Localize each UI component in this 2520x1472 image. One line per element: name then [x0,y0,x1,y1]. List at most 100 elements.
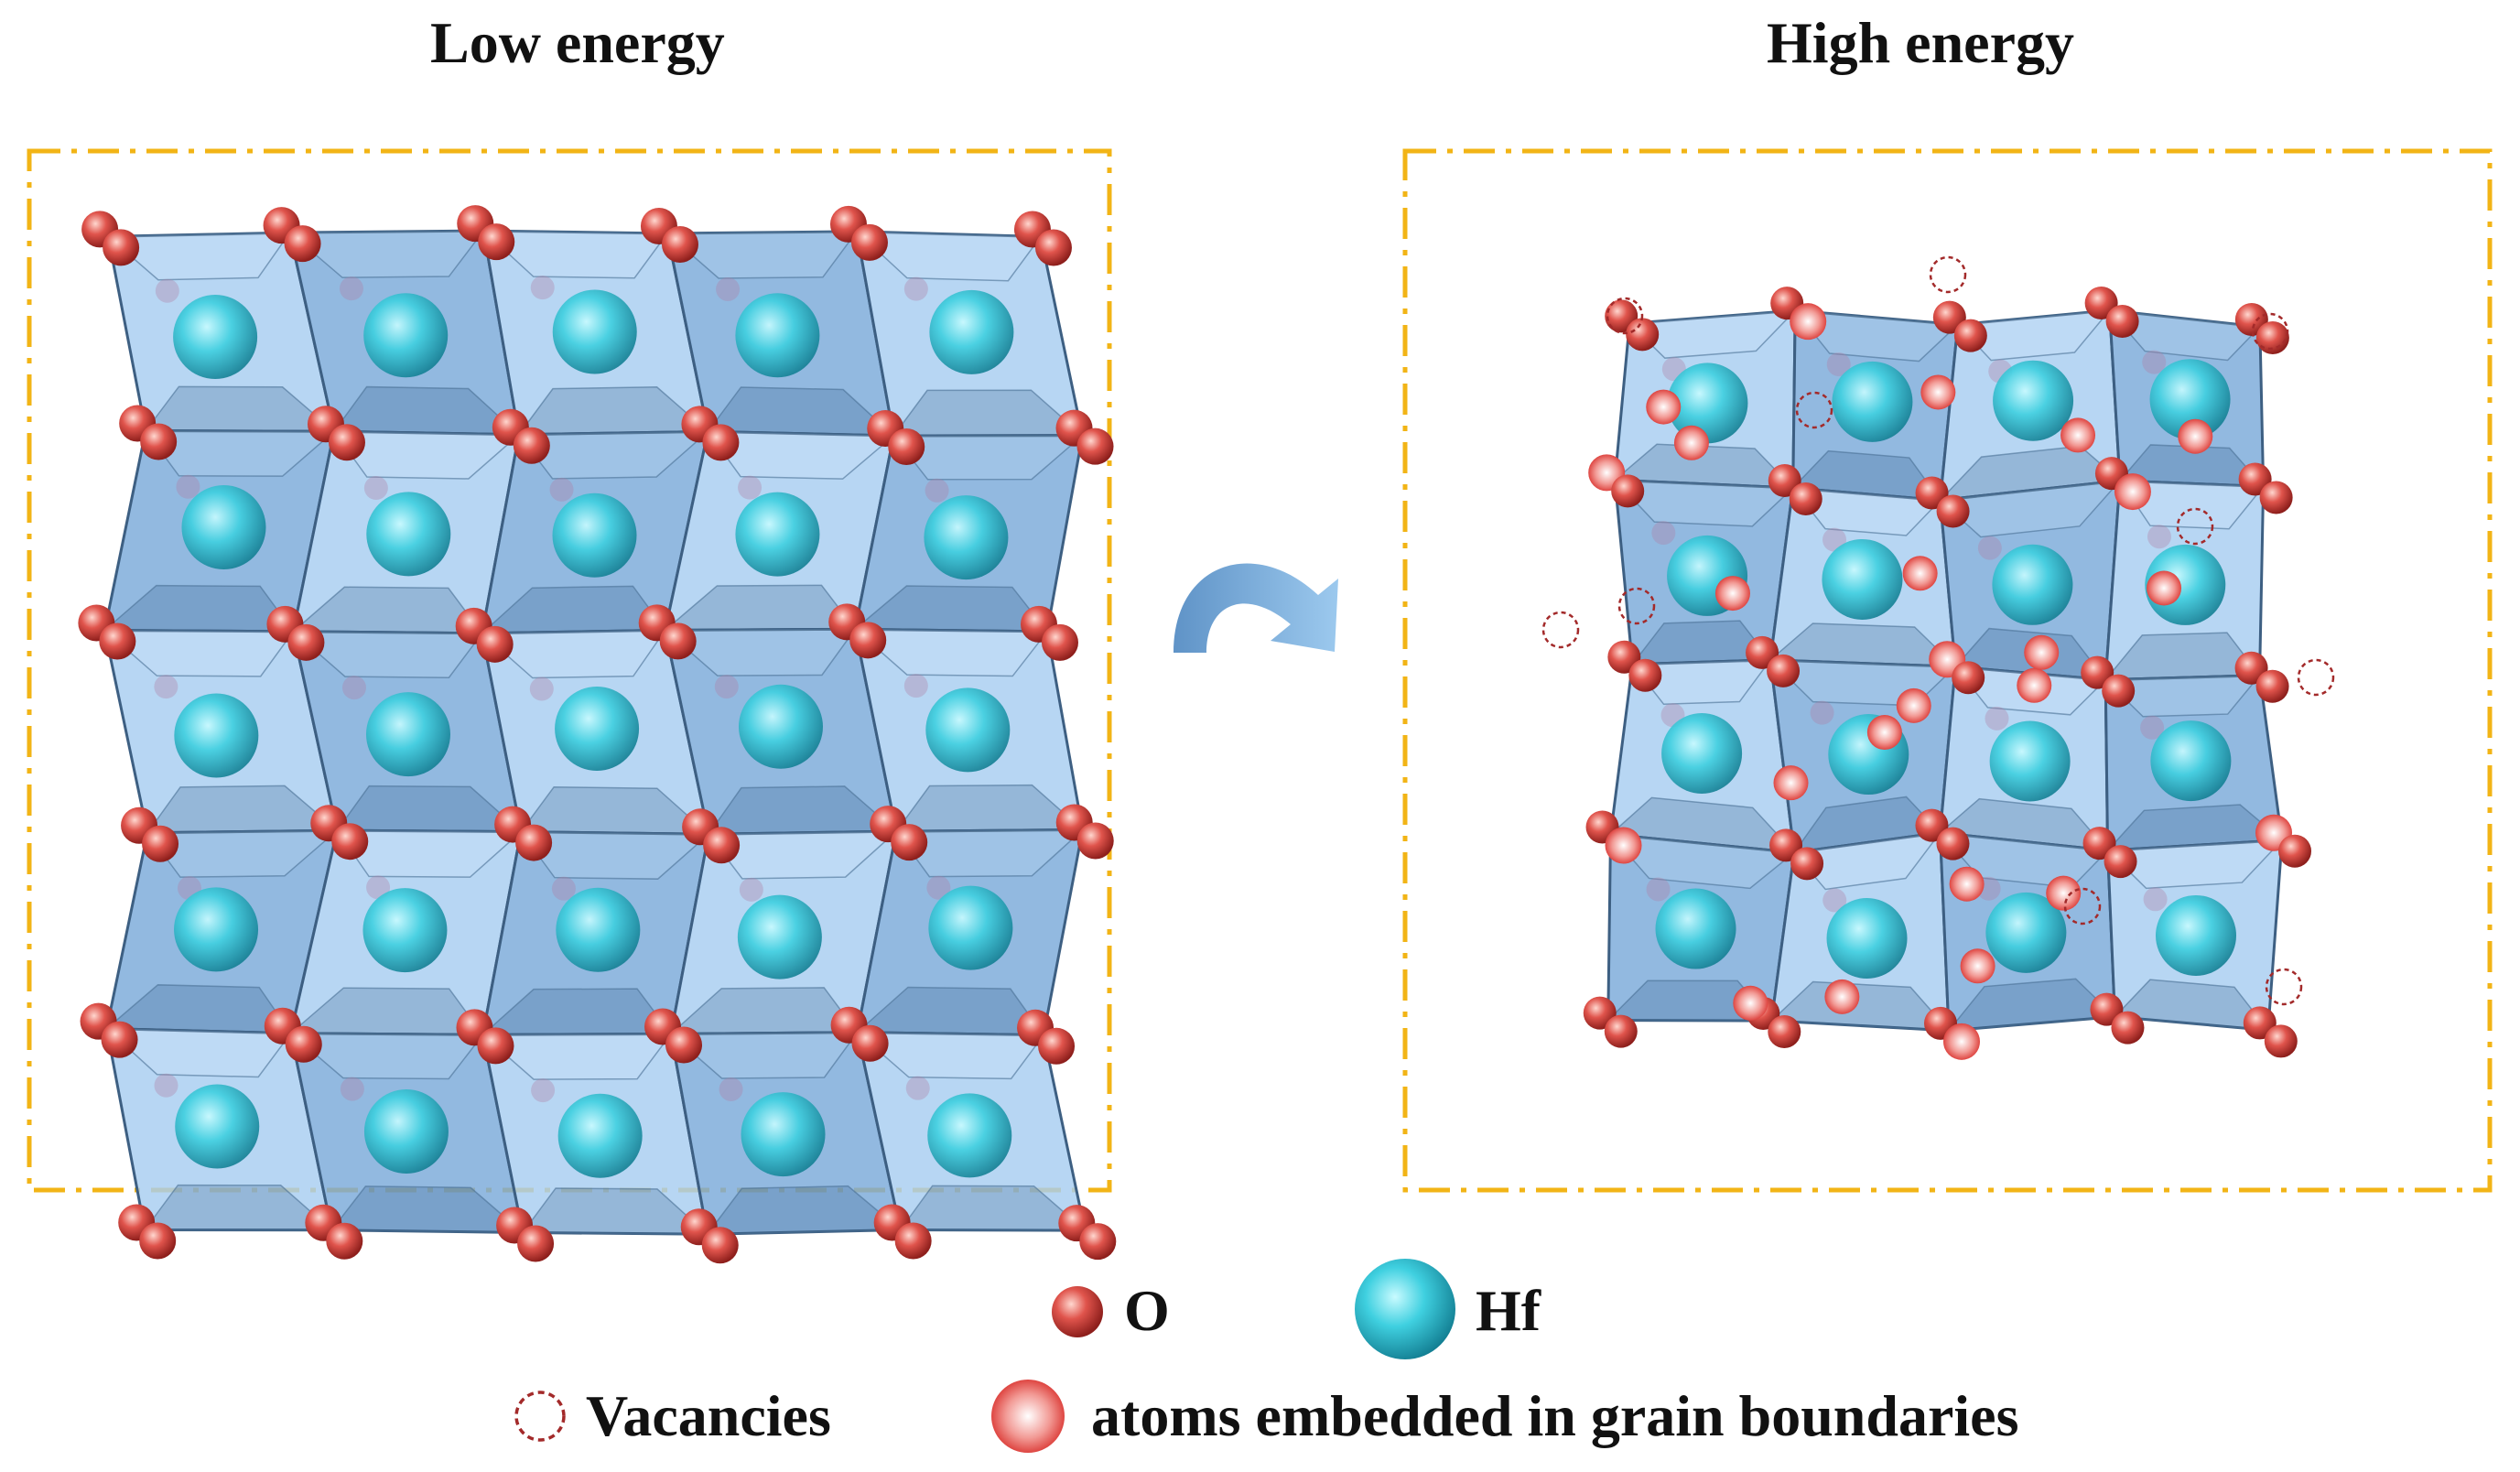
oxygen-atom [888,428,925,466]
oxygen-atom [661,226,698,264]
vacancy-legend-label: Vacancies [586,1383,831,1448]
polyhedron-facet [2113,979,2270,1032]
polyhedron-facet [106,232,292,281]
polyhedron-facet [521,1187,709,1236]
oxygen-atom-hidden [340,1077,364,1101]
oxygen-atom-hidden [155,278,179,303]
vacancy-site [2251,312,2289,351]
hafnium-atom [1655,888,1736,969]
oxygen-atom [1079,1223,1117,1261]
hafnium-atom [1993,360,2074,441]
polyhedron-facet [853,628,1049,677]
hafnium-atom [1992,544,2073,625]
oxygen-atom [1628,658,1662,692]
polyhedron-facet [2105,839,2284,890]
oxygen-atom [2104,845,2137,879]
hafnium-atom [557,1093,643,1178]
hafnium-atom [1826,897,1908,979]
embedded-oxygen-atom [1673,425,1709,460]
hafnium-atom [1985,892,2067,973]
embedded-oxygen-atom [2147,570,2182,606]
polyhedron-facet [707,830,899,880]
hafnium-atom [735,293,820,378]
oxygen-atom [2255,320,2289,354]
hafnium-atom [737,894,822,980]
embedded-oxygen-atom [1733,985,1768,1021]
hafnium-atom [1832,361,1913,442]
polyhedron-facet [855,1031,1045,1080]
polyhedron-facet [1769,980,1951,1032]
oxygen-atom-hidden [551,876,576,901]
hafnium-atom [738,684,823,769]
oxygen-atom [1789,482,1822,516]
polyhedron-facet [663,628,857,676]
low-energy-title: Low energy [430,10,725,75]
oxygen-atom [287,623,325,661]
embedded-oxygen-atom [2178,418,2213,454]
oxygen-atom [2105,304,2139,338]
oxygen-atom-hidden [716,276,741,301]
oxygen-atom-hidden [719,1077,743,1101]
oxygen-atom [702,424,740,461]
hafnium-atom [365,692,450,777]
hafnium-atom [173,294,258,379]
oxygen-atom-hidden [1977,536,2002,560]
oxygen-atom [515,824,553,861]
hafnium-atom [363,1088,449,1174]
embedded-oxygen-atom [2024,634,2060,670]
polyhedron-facet [1608,833,1796,890]
oxygen-atom [2111,1011,2145,1044]
polyhedron-facet [665,231,859,279]
oxygen-atom [99,622,136,660]
oxygen-atom [284,225,321,263]
embedded-oxygen-atom [1902,556,1938,591]
oxygen-atom [103,229,140,266]
embedded-oxygen-atom [1646,389,1682,425]
vacancy-site [2265,968,2303,1006]
hafnium-atom [552,492,637,578]
vacancy-site [2297,658,2335,697]
oxygen-atom-hidden [1826,352,1851,377]
embedded-oxygen-atom [1714,576,1750,612]
hafnium-atom [1989,720,2071,802]
right-panel-frame [1402,148,2493,1193]
oxygen-atom [142,825,179,862]
oxygen-atom-hidden [154,1073,178,1098]
oxygen-atom [1604,1014,1638,1048]
embedded-oxygen-atom [1896,687,1931,723]
polyhedron-facet [1947,978,2117,1032]
embedded-oxygen-atom [1920,374,1956,410]
oxygen-atom-hidden [363,476,388,501]
vacancy-legend-icon [514,1391,566,1442]
embedded-oxygen-atom [1960,948,1995,984]
embedded-oxygen-atom [2114,473,2151,511]
polyhedron-facet [1613,479,1795,527]
polyhedron-facet [287,230,485,278]
polyhedron-facet [104,1027,293,1078]
oxygen-atom [328,424,365,461]
polyhedron-facet [330,1185,525,1234]
hafnium-atom [174,887,259,972]
oxygen-atom [850,223,888,261]
oxygen-atom [851,1024,889,1062]
hafnium-atom [741,1092,826,1177]
embedded-oxygen-atom [1773,765,1809,801]
polyhedron-facet [1606,980,1773,1022]
hafnium-atom [363,293,449,378]
oxygen-atom-hidden [531,1078,556,1103]
oxygen-atom-hidden [2147,525,2171,549]
oxygen-atom-hidden [366,875,391,900]
oxygen-atom [285,1025,322,1063]
oxygen-atom-hidden [2143,887,2168,912]
hafnium-atom [1822,538,1903,620]
oxygen-atom [701,1227,739,1264]
polyhedron-facet [144,429,336,477]
polyhedron-facet [1630,659,1772,705]
oxygen-atom [101,1021,138,1058]
hafnium-atom [1661,712,1743,794]
oxygen-atom-hidden [1646,877,1671,902]
oxygen-atom [1076,822,1114,860]
oxygen-atom [849,622,887,659]
vacancy-site [1606,297,1644,335]
